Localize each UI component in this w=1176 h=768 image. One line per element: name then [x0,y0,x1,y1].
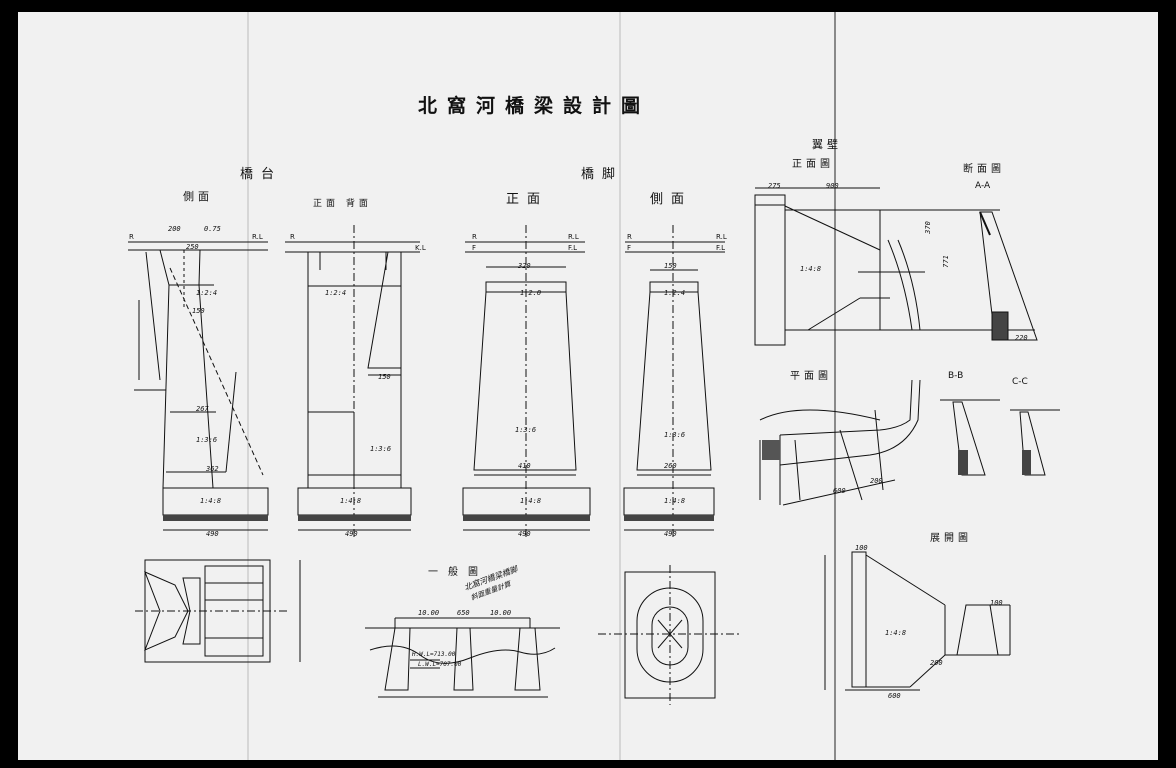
abutment-side-label: 側面 [183,190,213,203]
wing-plan-label: 平面圖 [790,371,832,382]
level-fl: F.L [568,244,578,252]
abutment-plan [135,560,300,662]
pier-side-view [624,225,725,540]
dimension-label: 260 [664,462,677,470]
level-r-3: R [472,233,477,241]
section-bb-label: B-B [948,371,964,381]
level-r-4: R [627,233,632,241]
wing-section-bb [940,400,1000,475]
pier-title: 橋脚 [581,167,624,182]
dimension-label: 200 [168,225,181,233]
level-rl-3: R.L [716,233,727,241]
dimension-label: 10.00 [490,609,512,617]
dimension-label: 410 [518,462,531,470]
wing-development [825,552,1010,690]
pier-front-label: 正面 [506,192,549,207]
abutment-title: 橋台 [240,167,283,182]
mix-ratio-label: 1:2:4 [664,289,686,297]
dimension-label: 490 [206,530,219,538]
wing-wall-plan [760,380,920,505]
dimension-label: 362 [206,465,219,473]
pier-front-view [463,225,590,540]
dimension-label: 490 [664,530,677,538]
level-kl: K.L [415,244,426,252]
mix-ratio-label: 1:4:8 [664,497,686,505]
dimension-label: 320 [518,262,531,270]
dimension-label: 267 [196,405,209,413]
dimension-label: 100 [855,544,868,552]
mix-ratio-label: 1:3:6 [370,445,392,453]
wing-section-label: 断面圖 [963,164,1005,175]
dimension-label: 900 [826,182,839,190]
level-r: R [129,233,134,241]
abutment-front-back-label: 正面 背面 [313,199,372,209]
mix-ratio-label: 1:3:6 [664,431,686,439]
dimension-label: 200 [870,477,883,485]
section-aa-label: A-A [975,181,991,191]
section-cc-label: C-C [1012,377,1028,387]
mix-ratio-label: 1:4:8 [520,497,542,505]
dimension-label: 771 [941,255,950,268]
dimension-label: 250 [186,243,199,251]
dimension-label: 370 [923,221,932,234]
dimension-label: 600 [888,692,901,700]
wing-section-aa [955,210,1037,340]
abutment-front-back-view [285,225,420,540]
dimension-label: 220 [1015,334,1028,342]
paper [18,12,1158,760]
level-fl-2: F.L [716,244,726,252]
mix-ratio-label: 1:2:4 [325,289,347,297]
dimension-label: 650 [457,609,470,617]
general-title: 一般圖 [428,567,488,578]
development-label: 展開圖 [930,533,972,544]
dimension-label: 150 [664,262,677,270]
level-rl: R.L [252,233,263,241]
dimension-label: 100 [990,599,1003,607]
mix-ratio-label: 1:3:6 [515,426,537,434]
dimension-label: 0.75 [204,225,221,233]
mix-ratio-label: 1:4:8 [340,497,362,505]
dimension-label: 200 [930,659,943,667]
mix-ratio-label: 1:4:8 [800,265,822,273]
level-r-2: R [290,233,295,241]
mix-ratio-label: 1:3:6 [196,436,218,444]
drawing-title: 北窩河橋梁設計圖 [418,95,651,117]
dimension-label: 490 [518,530,531,538]
abutment-side-view [128,242,268,530]
level-f: F [472,244,477,252]
mix-ratio-label: 1:4:8 [885,629,907,637]
wing-section-cc [1010,410,1060,475]
pier-plan [598,565,742,705]
wing-front-elevation-label: 正面圖 [792,159,834,170]
dimension-label: 490 [345,530,358,538]
level-rl-2: R.L [568,233,579,241]
level-f-2: F [627,244,632,252]
general-arrangement [365,618,560,697]
mix-ratio-label: 1:2:4 [196,289,218,297]
mix-ratio-label: 1:4:8 [200,497,222,505]
water-level-label: L.W.L=707.00 [418,661,462,668]
pier-side-label: 側面 [650,192,693,207]
dimension-label: 150 [378,373,391,381]
mix-ratio-label: 1:2:0 [520,289,542,297]
dimension-label: 600 [833,487,846,495]
water-level-label: H.W.L=713.00 [412,651,456,658]
dimension-label: 10.00 [418,609,440,617]
dimension-label: 150 [192,307,205,315]
wing-wall-title: 翼壁 [812,138,842,151]
dimension-label: 275 [768,182,781,190]
